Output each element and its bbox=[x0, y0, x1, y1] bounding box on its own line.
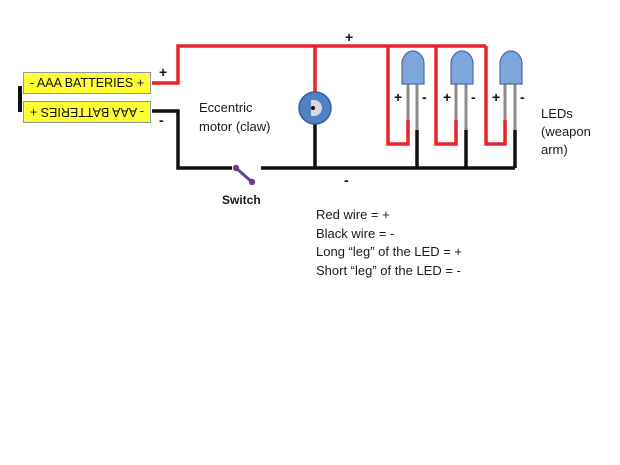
led-icon-2 bbox=[450, 50, 474, 130]
battery-negative-sign: - bbox=[159, 112, 164, 128]
led-3-minus: - bbox=[520, 89, 525, 105]
switch-icon[interactable] bbox=[232, 164, 256, 186]
led-icon-1 bbox=[401, 50, 425, 130]
positive-wire-main bbox=[152, 44, 486, 85]
legend-long-leg: Long “leg” of the LED = + bbox=[316, 244, 462, 259]
led-1-plus: + bbox=[394, 89, 403, 105]
led-1-minus: - bbox=[422, 89, 427, 105]
leds-label-line3: arm) bbox=[541, 142, 568, 157]
leds-label-line1: LEDs bbox=[541, 106, 573, 121]
leds-label-line2: (weapon bbox=[541, 124, 591, 139]
led-icon-3 bbox=[499, 50, 523, 130]
legend-red-wire: Red wire = + bbox=[316, 207, 390, 222]
legend: Red wire = + Black wire = - Long “leg” o… bbox=[316, 206, 462, 280]
switch-label: Switch bbox=[222, 193, 261, 207]
top-wire-sign: + bbox=[345, 29, 354, 45]
bottom-wire-sign: - bbox=[344, 172, 349, 188]
battery-end-cap bbox=[18, 86, 22, 112]
motor-label-line2: motor (claw) bbox=[199, 119, 271, 134]
motor-label-line1: Eccentric bbox=[199, 100, 253, 115]
motor-icon bbox=[298, 91, 332, 125]
led-2-minus: - bbox=[471, 89, 476, 105]
led-3-plus: + bbox=[492, 89, 501, 105]
battery-bottom: - AAA BATTERIES + bbox=[23, 101, 151, 123]
battery-top: - AAA BATTERIES + bbox=[23, 72, 151, 94]
positive-wire-led-2 bbox=[434, 46, 458, 146]
legend-short-leg: Short “leg” of the LED = - bbox=[316, 262, 461, 278]
positive-wire-led-1 bbox=[386, 46, 410, 146]
led-2-plus: + bbox=[443, 89, 452, 105]
negative-wire-main bbox=[152, 109, 232, 170]
positive-wire-led-3 bbox=[484, 46, 507, 146]
battery-positive-sign: + bbox=[159, 64, 168, 80]
legend-black-wire: Black wire = - bbox=[316, 225, 395, 241]
